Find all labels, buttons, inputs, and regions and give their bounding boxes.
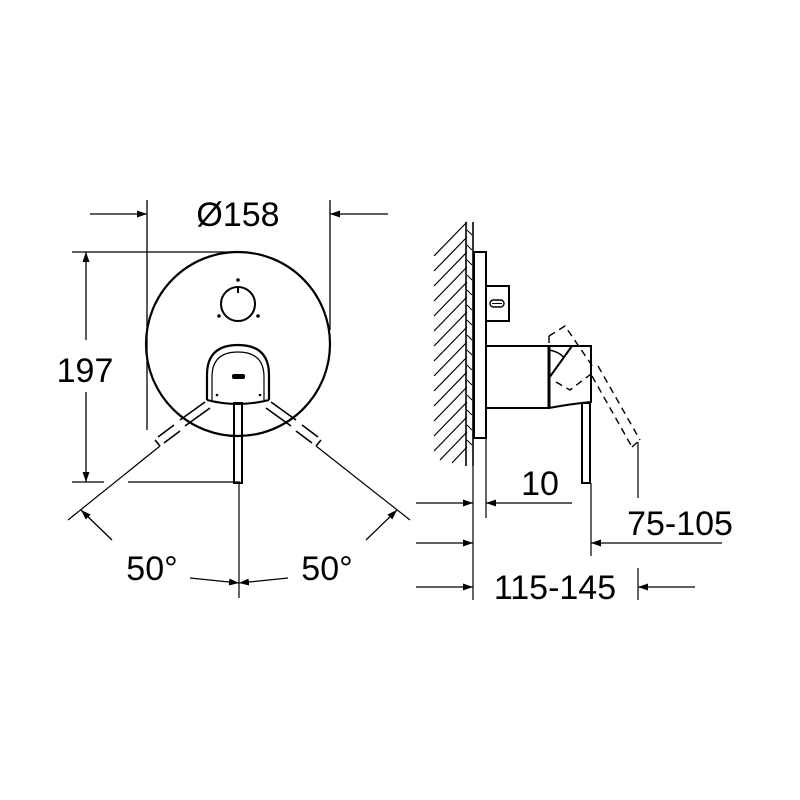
side-view: 10 75-105 115-145 (416, 221, 733, 607)
wall-hatching (433, 221, 474, 466)
lever-handle-profile (581, 402, 591, 484)
cover-plate-circle (144, 250, 332, 438)
diverter-knob-profile (485, 285, 510, 322)
depth-dimension: 115-145 (416, 569, 695, 607)
diverter-knob (217, 278, 260, 322)
offset-dimension: 10 (416, 465, 572, 507)
lever-swing-right (265, 401, 411, 521)
offset-label: 10 (521, 465, 559, 503)
angle-dimension-left: 50° (80, 509, 240, 588)
height-label: 197 (57, 352, 114, 390)
lever-alternate-position (548, 325, 641, 448)
depth-label: 115-145 (494, 569, 616, 607)
projection-label: 75-105 (627, 505, 733, 543)
front-view: Ø158 197 (57, 196, 411, 598)
angle-left-label: 50° (126, 550, 177, 588)
angle-right-label: 50° (301, 550, 352, 588)
projection-dimension: 75-105 (416, 505, 733, 547)
angle-dimension-right: 50° (238, 509, 398, 588)
lever-base (205, 343, 271, 405)
lever-swing-left (67, 401, 211, 521)
mixer-body-profile (486, 345, 550, 409)
diameter-label: Ø158 (196, 196, 279, 234)
diameter-dimension: Ø158 (90, 196, 388, 430)
height-dimension: 197 (57, 251, 240, 483)
cover-plate-profile (473, 251, 487, 439)
lever-handle (233, 402, 243, 484)
lever-head-profile (548, 345, 592, 409)
